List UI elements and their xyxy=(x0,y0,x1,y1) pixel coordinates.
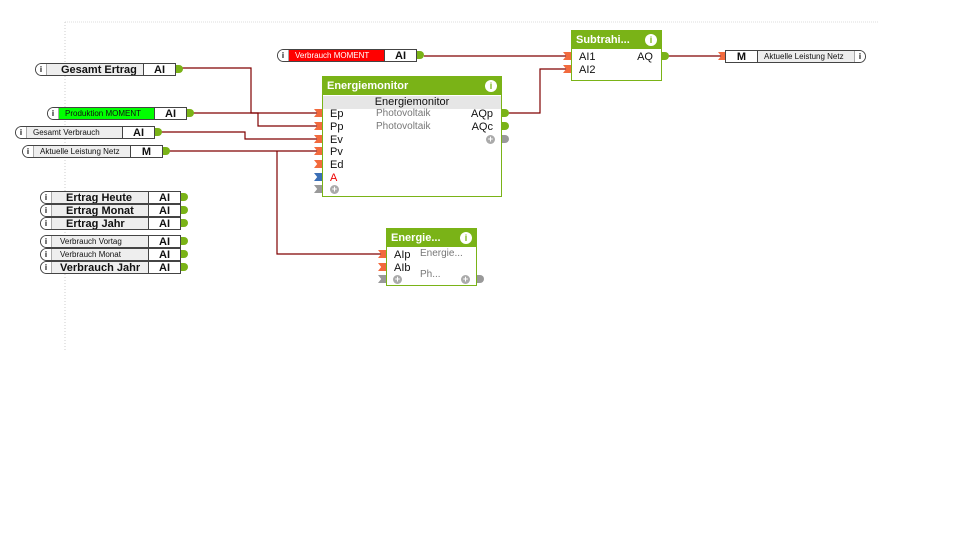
input-port[interactable] xyxy=(314,135,322,143)
add-output-icon[interactable]: + xyxy=(486,134,495,144)
wire-aqp xyxy=(506,68,571,114)
info-icon[interactable]: i xyxy=(485,80,497,92)
block-subtitle: Energiemonitor xyxy=(323,96,501,109)
add-output-icon[interactable]: + xyxy=(461,274,470,284)
info-icon[interactable]: i xyxy=(41,192,52,203)
input-port[interactable] xyxy=(563,65,571,73)
connector[interactable] xyxy=(187,109,194,117)
add-input-icon[interactable]: + xyxy=(393,274,402,284)
input-port[interactable] xyxy=(718,52,726,60)
info-icon[interactable]: i xyxy=(48,108,59,119)
input-aktuelle-leistung-netz[interactable]: i Aktuelle Leistung Netz M xyxy=(22,145,163,158)
add-input-icon[interactable]: + xyxy=(330,184,339,194)
energie-small-block[interactable]: Energie...i AIp AIb Energie... Ph... + + xyxy=(386,228,477,286)
connector[interactable] xyxy=(181,237,188,245)
wire-produktion xyxy=(193,112,320,127)
connector[interactable] xyxy=(477,275,484,283)
info-icon[interactable]: i xyxy=(36,64,47,75)
info-icon[interactable]: i xyxy=(41,218,52,229)
input-port[interactable] xyxy=(378,263,386,271)
connector[interactable] xyxy=(181,250,188,258)
connector[interactable] xyxy=(181,206,188,214)
connector[interactable] xyxy=(502,135,509,143)
input-port[interactable] xyxy=(563,52,571,60)
connector[interactable] xyxy=(417,51,424,59)
info-icon[interactable]: i xyxy=(278,50,289,61)
connector[interactable] xyxy=(181,219,188,227)
info-icon[interactable]: i xyxy=(41,249,52,260)
info-icon[interactable]: i xyxy=(460,232,472,244)
info-icon[interactable]: i xyxy=(41,205,52,216)
info-icon[interactable]: i xyxy=(16,127,27,138)
connector[interactable] xyxy=(662,52,669,60)
connector[interactable] xyxy=(181,263,188,271)
input-port[interactable] xyxy=(314,147,322,155)
input-port[interactable] xyxy=(314,185,322,193)
wire-gesamt-verbrauch xyxy=(161,131,320,140)
input-port[interactable] xyxy=(314,160,322,168)
connector[interactable] xyxy=(502,122,509,130)
info-icon[interactable]: i xyxy=(41,236,52,247)
subtrahierer-block[interactable]: Subtrahi...i AI1 AI2 AQ xyxy=(571,30,662,81)
output-aktuelle-leistung-netz[interactable]: M Aktuelle Leistung Netz i xyxy=(725,50,866,63)
info-icon[interactable]: i xyxy=(23,146,34,157)
connector[interactable] xyxy=(176,65,183,73)
connector[interactable] xyxy=(163,147,170,155)
info-icon[interactable]: i xyxy=(854,51,865,62)
wire-netz-small xyxy=(276,151,386,255)
connector[interactable] xyxy=(502,109,509,117)
info-icon[interactable]: i xyxy=(645,34,657,46)
input-port[interactable] xyxy=(378,275,386,283)
input-gesamt-verbrauch[interactable]: i Gesamt Verbrauch AI xyxy=(15,126,155,139)
input-gesamt-ertrag[interactable]: i Gesamt Ertrag AI xyxy=(35,63,176,76)
input-port[interactable] xyxy=(314,122,322,130)
wire-gesamt-ertrag xyxy=(182,67,320,114)
connector[interactable] xyxy=(155,128,162,136)
input-produktion-moment[interactable]: i Produktion MOMENT AI xyxy=(47,107,187,120)
input-verbrauch-moment[interactable]: i Verbrauch MOMENT AI xyxy=(277,49,417,62)
input-port[interactable] xyxy=(314,173,322,181)
info-icon[interactable]: i xyxy=(41,262,52,273)
input-port[interactable] xyxy=(378,250,386,258)
connector[interactable] xyxy=(181,193,188,201)
input-port[interactable] xyxy=(314,109,322,117)
